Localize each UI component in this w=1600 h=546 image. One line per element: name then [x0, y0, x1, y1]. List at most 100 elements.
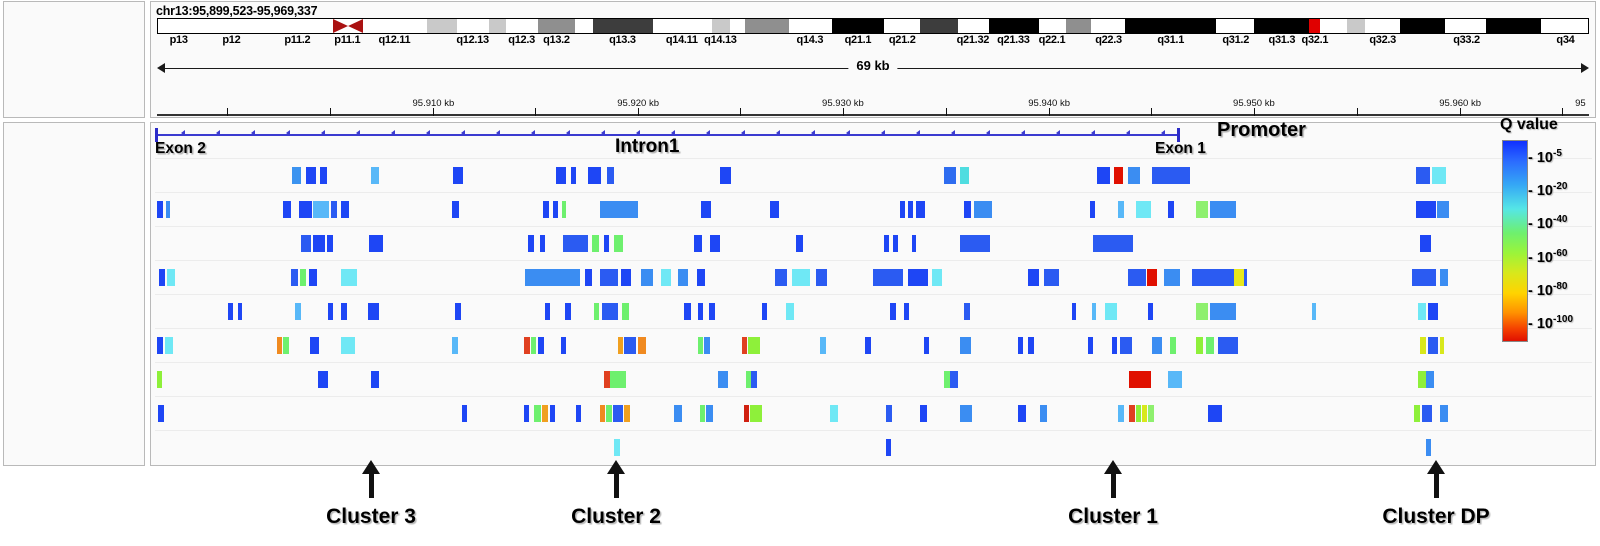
peak-feature[interactable]	[873, 269, 903, 286]
peak-feature[interactable]	[614, 439, 620, 456]
track-row-h3k27ac-pros[interactable]	[155, 260, 1592, 295]
peak-feature[interactable]	[1112, 337, 1117, 354]
peak-feature[interactable]	[775, 269, 787, 286]
peak-feature[interactable]	[604, 371, 612, 388]
peak-feature[interactable]	[157, 337, 163, 354]
peak-feature[interactable]	[816, 269, 827, 286]
peak-feature[interactable]	[562, 201, 566, 218]
peak-feature[interactable]	[331, 201, 337, 218]
peak-feature[interactable]	[604, 235, 609, 252]
peak-feature[interactable]	[1164, 269, 1180, 286]
peak-feature[interactable]	[1093, 235, 1133, 252]
peak-feature[interactable]	[159, 269, 165, 286]
peak-feature[interactable]	[607, 167, 614, 184]
peak-feature[interactable]	[678, 269, 688, 286]
peak-feature[interactable]	[295, 303, 301, 320]
peak-feature[interactable]	[157, 371, 162, 388]
peak-feature[interactable]	[320, 167, 327, 184]
peak-feature[interactable]	[238, 303, 242, 320]
peak-feature[interactable]	[167, 269, 175, 286]
peak-feature[interactable]	[1018, 337, 1023, 354]
peak-feature[interactable]	[1128, 167, 1140, 184]
peak-feature[interactable]	[900, 201, 905, 218]
peak-feature[interactable]	[674, 405, 682, 422]
peak-feature[interactable]	[1210, 201, 1236, 218]
track-row-atac-seq-pros[interactable]	[155, 328, 1592, 363]
peak-feature[interactable]	[890, 303, 896, 320]
peak-feature[interactable]	[1028, 269, 1039, 286]
peak-feature[interactable]	[750, 405, 762, 422]
peak-feature[interactable]	[1088, 337, 1093, 354]
peak-feature[interactable]	[1416, 201, 1436, 218]
peak-feature[interactable]	[157, 201, 163, 218]
peak-feature[interactable]	[786, 303, 794, 320]
peak-feature[interactable]	[1148, 303, 1153, 320]
peak-feature[interactable]	[341, 303, 347, 320]
peak-feature[interactable]	[313, 235, 325, 252]
peak-feature[interactable]	[912, 235, 916, 252]
peak-feature[interactable]	[614, 235, 623, 252]
peak-feature[interactable]	[698, 337, 703, 354]
peak-feature[interactable]	[1105, 303, 1117, 320]
peak-feature[interactable]	[455, 303, 461, 320]
peak-feature[interactable]	[1136, 405, 1141, 422]
peak-feature[interactable]	[534, 405, 541, 422]
peak-feature[interactable]	[606, 405, 612, 422]
peak-feature[interactable]	[621, 269, 631, 286]
peak-feature[interactable]	[1170, 337, 1176, 354]
peak-feature[interactable]	[920, 405, 927, 422]
peak-feature[interactable]	[291, 269, 298, 286]
peak-feature[interactable]	[1147, 269, 1157, 286]
peak-feature[interactable]	[1040, 405, 1047, 422]
peak-feature[interactable]	[1418, 371, 1426, 388]
peak-feature[interactable]	[638, 337, 646, 354]
peak-feature[interactable]	[524, 337, 530, 354]
peak-feature[interactable]	[306, 167, 316, 184]
peak-feature[interactable]	[1218, 337, 1238, 354]
peak-feature[interactable]	[1440, 269, 1448, 286]
peak-feature[interactable]	[908, 201, 913, 218]
peak-feature[interactable]	[1090, 201, 1095, 218]
peak-feature[interactable]	[300, 269, 306, 286]
peak-feature[interactable]	[1129, 405, 1135, 422]
peak-feature[interactable]	[748, 337, 760, 354]
peak-feature[interactable]	[613, 405, 623, 422]
peak-feature[interactable]	[301, 235, 311, 252]
peak-feature[interactable]	[744, 405, 749, 422]
peak-feature[interactable]	[924, 337, 929, 354]
peak-feature[interactable]	[1414, 405, 1420, 422]
peak-feature[interactable]	[916, 201, 925, 218]
peak-feature[interactable]	[944, 371, 951, 388]
peak-feature[interactable]	[706, 405, 713, 422]
peak-feature[interactable]	[1312, 303, 1316, 320]
track-row-h3k4me1-pros[interactable]	[155, 192, 1592, 227]
peak-feature[interactable]	[1210, 303, 1236, 320]
peak-feature[interactable]	[318, 371, 328, 388]
peak-feature[interactable]	[960, 235, 990, 252]
peak-feature[interactable]	[718, 371, 728, 388]
peak-feature[interactable]	[950, 371, 958, 388]
peak-feature[interactable]	[960, 405, 972, 422]
peak-feature[interactable]	[746, 371, 752, 388]
peak-feature[interactable]	[309, 269, 317, 286]
peak-feature[interactable]	[594, 303, 599, 320]
peak-feature[interactable]	[820, 337, 826, 354]
peak-feature[interactable]	[328, 303, 333, 320]
peak-feature[interactable]	[277, 337, 282, 354]
peak-feature[interactable]	[944, 167, 956, 184]
peak-feature[interactable]	[1196, 337, 1203, 354]
peak-feature[interactable]	[1422, 405, 1432, 422]
peak-feature[interactable]	[165, 337, 173, 354]
peak-feature[interactable]	[720, 167, 731, 184]
peak-feature[interactable]	[1196, 201, 1208, 218]
track-row-foxa1-pros[interactable]	[155, 396, 1592, 431]
peak-feature[interactable]	[588, 167, 601, 184]
peak-feature[interactable]	[542, 405, 548, 422]
peak-feature[interactable]	[1440, 405, 1448, 422]
peak-feature[interactable]	[684, 303, 691, 320]
peak-feature[interactable]	[600, 405, 605, 422]
peak-feature[interactable]	[964, 201, 971, 218]
peak-feature[interactable]	[960, 337, 971, 354]
peak-feature[interactable]	[1136, 201, 1151, 218]
peak-feature[interactable]	[556, 167, 566, 184]
